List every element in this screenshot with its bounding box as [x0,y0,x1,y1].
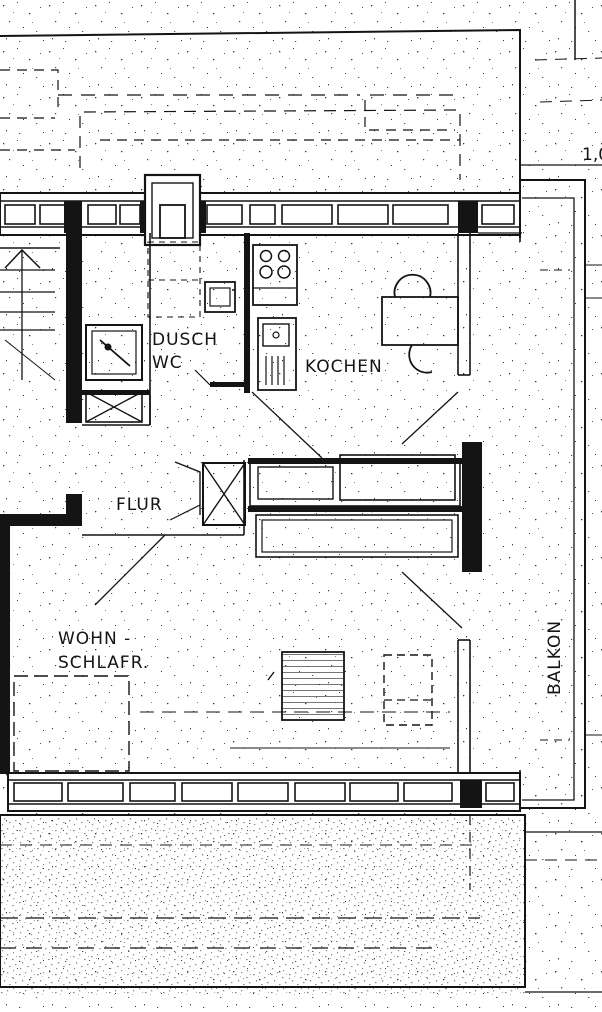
label-schlafr: SCHLAFR. [58,653,149,673]
balcony [478,179,602,812]
label-wohn: WOHN - [58,629,131,649]
edge-speckle [525,600,602,1012]
dimension-label: 1,0 [582,145,602,165]
label-balkon: BALKON [545,620,565,695]
north-wall [0,173,521,247]
lower-roof [0,814,602,993]
south-wall [7,772,521,812]
hall-door [94,461,463,629]
bathroom [85,241,236,423]
kitchen [251,244,459,459]
wardrobe-units [249,454,461,558]
label-wc: WC [152,353,183,373]
wall-outlines [82,233,471,780]
label-flur: FLUR [116,495,163,515]
living-room [13,651,450,772]
terrace-speckle [0,815,525,995]
label-kochen: KOCHEN [305,357,383,377]
staircase [0,247,60,381]
label-dusch: DUSCH [152,330,218,350]
roof-outline [0,0,602,238]
